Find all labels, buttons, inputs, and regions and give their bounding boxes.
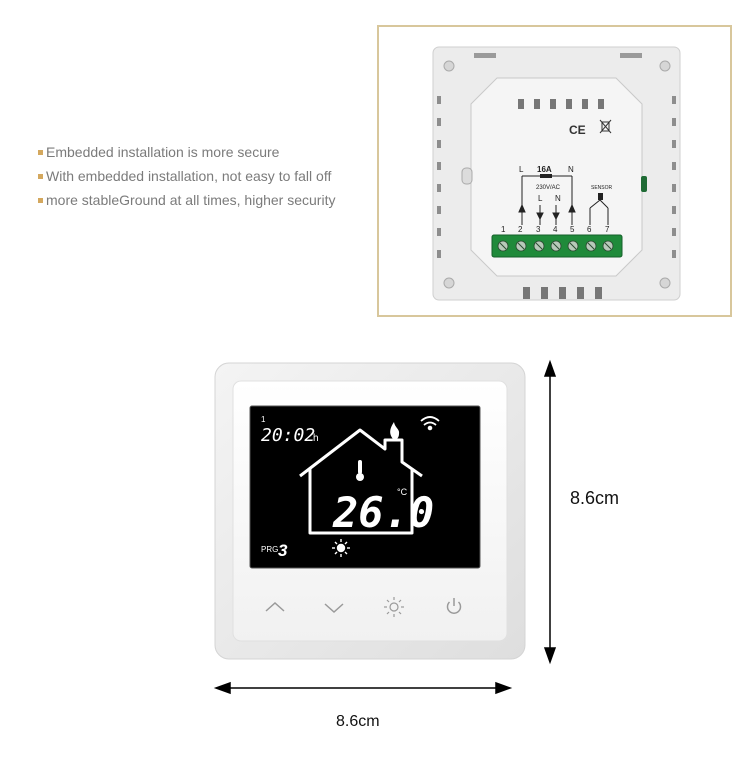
clock-unit: h (313, 433, 319, 444)
flame-icon (390, 422, 400, 440)
width-dimension-arrow (213, 681, 513, 695)
chevron-up-icon (265, 601, 285, 612)
mode-button[interactable] (377, 592, 411, 622)
lcd-screen (249, 405, 481, 569)
bullet-icon (38, 149, 43, 155)
terminal-number: 4 (553, 225, 558, 234)
feature-text: Embedded installation is more secure (46, 144, 280, 160)
weee-bin-icon (599, 119, 612, 134)
feature-list: Embedded installation is more secure Wit… (38, 140, 358, 212)
power-icon (446, 598, 462, 614)
program-label: PRG (261, 545, 278, 554)
temperature-unit: °C (397, 487, 408, 497)
height-label: 8.6cm (570, 488, 620, 508)
terminal-number: 1 (501, 225, 506, 234)
feature-text: With embedded installation, not easy to … (46, 168, 332, 184)
neutral-label: N (568, 165, 574, 174)
terminal-numbers: 1 2 3 4 5 6 7 (501, 225, 610, 234)
feature-item: more stableGround at all times, higher s… (38, 188, 358, 212)
input-l-label: L (538, 194, 543, 203)
thermostat-back-panel: CE L 16A N 230V/AC L N SENSOR 1 (432, 46, 681, 301)
house-outline-icon (299, 428, 423, 535)
wifi-icon (420, 416, 440, 431)
input-n-label: N (555, 194, 561, 203)
down-button[interactable] (316, 592, 350, 622)
terminal-number: 5 (570, 225, 575, 234)
ce-mark: CE (569, 123, 586, 137)
terminal-number: 7 (605, 225, 610, 234)
feature-text: more stableGround at all times, higher s… (46, 192, 336, 208)
sun-mode-icon (384, 597, 404, 617)
terminal-number: 2 (518, 225, 523, 234)
clock-display: 20:02 (261, 425, 315, 446)
chevron-down-icon (324, 603, 344, 614)
program-number: 3 (278, 541, 288, 560)
sun-icon (332, 539, 350, 557)
feature-item: With embedded installation, not easy to … (38, 164, 358, 188)
thermostat-front: 1 20:02 h 26.0 °C PRG 3 (214, 362, 526, 660)
temperature-display: 26.0 (332, 488, 434, 537)
sensor-label: SENSOR (591, 185, 613, 191)
width-label: 8.6cm (336, 713, 380, 730)
up-button[interactable] (258, 592, 292, 622)
power-button[interactable] (437, 592, 471, 622)
terminal-number: 6 (587, 225, 592, 234)
clock-day: 1 (261, 415, 266, 424)
height-dimension-arrow (543, 359, 557, 665)
rating-label: 16A (537, 165, 552, 174)
thermometer-icon (356, 460, 364, 481)
terminal-number: 3 (536, 225, 541, 234)
live-label: L (519, 165, 524, 174)
voltage-label: 230V/AC (536, 185, 561, 191)
bullet-icon (38, 173, 43, 179)
feature-item: Embedded installation is more secure (38, 140, 358, 164)
bullet-icon (38, 197, 43, 203)
